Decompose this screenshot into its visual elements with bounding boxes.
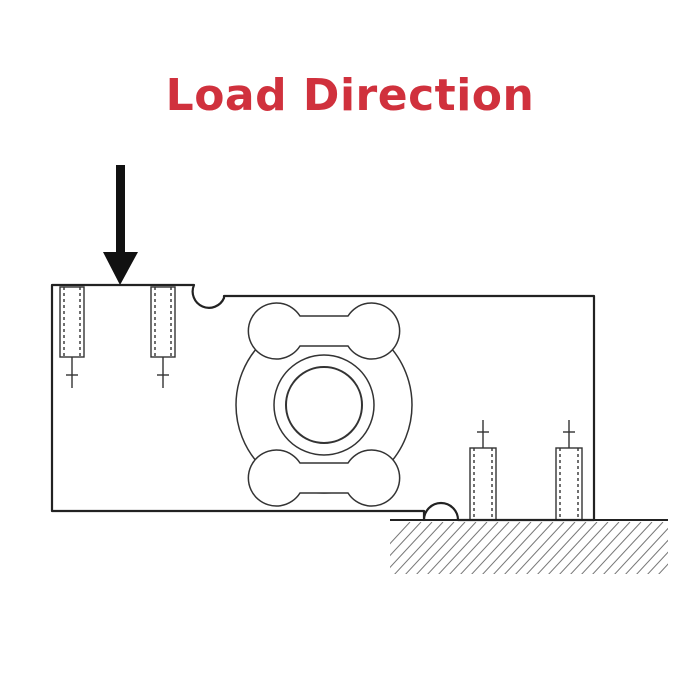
ground-hatch-icon (390, 522, 668, 574)
mounting-bolt-icon (150, 286, 176, 388)
sensing-aperture (235, 302, 413, 507)
mounting-bolt-icon (59, 286, 85, 388)
mounting-bolt-icon (555, 420, 583, 521)
load-arrow-icon (103, 165, 138, 285)
page-title: Load Direction (165, 70, 535, 121)
mounting-bolt-icon (469, 420, 497, 521)
